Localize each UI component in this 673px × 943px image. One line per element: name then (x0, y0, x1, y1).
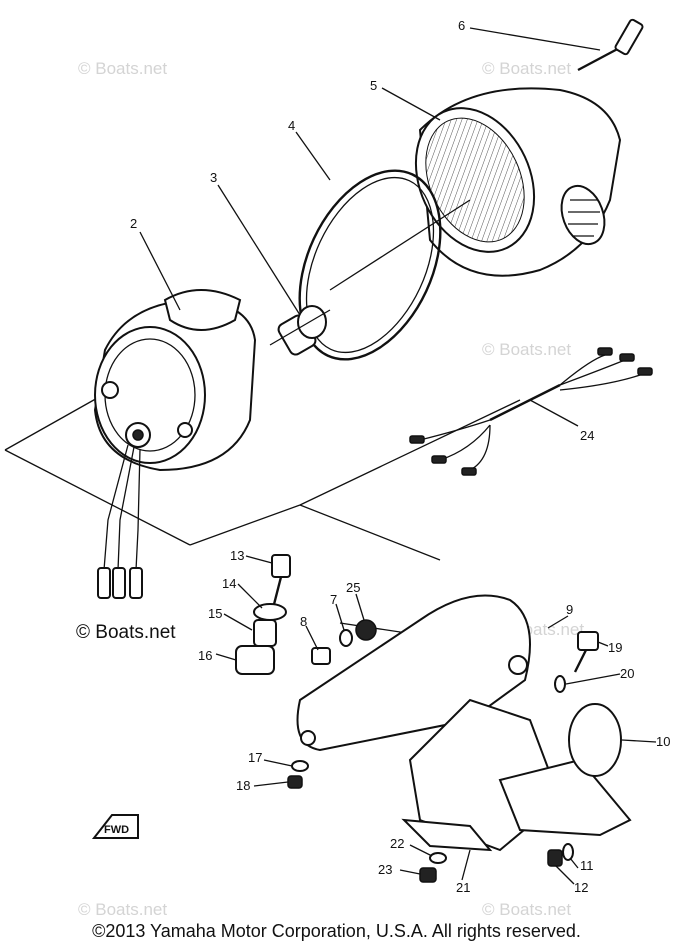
callout-12: 12 (574, 880, 588, 895)
part-12-nut (547, 849, 563, 867)
callout-20: 20 (620, 666, 634, 681)
callout-2: 2 (130, 216, 137, 231)
part-7-washer (339, 629, 353, 647)
callout-17: 17 (248, 750, 262, 765)
callout-24: 24 (580, 428, 594, 443)
callout-15: 15 (208, 606, 222, 621)
callout-22: 22 (390, 836, 404, 851)
callout-18: 18 (236, 778, 250, 793)
part-20-washer (554, 675, 566, 693)
housing-wires (97, 444, 143, 599)
part-22-washer (429, 852, 447, 864)
callout-3: 3 (210, 170, 217, 185)
copyright-notice: ©2013 Yamaha Motor Corporation, U.S.A. A… (92, 921, 581, 941)
part-18-nut (287, 775, 303, 789)
watermark-top-right: © Boats.net (482, 59, 571, 78)
part-14-washer (253, 603, 287, 621)
part-17-washer (291, 760, 309, 772)
watermark-bottom-right: © Boats.net (482, 900, 571, 919)
part-5-lens-cover (414, 87, 622, 277)
callout-25: 25 (346, 580, 360, 595)
callout-10: 10 (656, 734, 670, 749)
part-11-washer (562, 843, 574, 861)
callout-8: 8 (300, 614, 307, 629)
callout-7: 7 (330, 592, 337, 607)
watermark-mid-right: © Boats.net (482, 340, 571, 359)
fwd-marker: FWD (91, 814, 139, 839)
part-13-bolt (268, 554, 291, 621)
part-21-plate (401, 818, 493, 852)
callout-19: 19 (608, 640, 622, 655)
part-3-bulb (269, 305, 331, 356)
callout-9: 9 (566, 602, 573, 617)
leader-lines (139, 27, 657, 885)
part-15-collar (253, 619, 277, 647)
watermark-top-left: © Boats.net (78, 59, 167, 78)
callout-14: 14 (222, 576, 236, 591)
callout-21: 21 (456, 880, 470, 895)
part-23-nut (419, 867, 437, 883)
watermark-bottom-left: © Boats.net (78, 900, 167, 919)
part-10-reflector (568, 703, 622, 777)
callout-4: 4 (288, 118, 295, 133)
svg-text:FWD: FWD (104, 824, 129, 836)
part-2-housing (93, 289, 257, 472)
part-16-damper (235, 645, 275, 675)
callout-13: 13 (230, 548, 244, 563)
part-6-screw (577, 18, 644, 72)
part-25-nut (355, 619, 377, 641)
part-19-screw (573, 631, 599, 673)
callout-5: 5 (370, 78, 377, 93)
part-9-bracket (296, 594, 632, 852)
watermark-left-strong: © Boats.net (76, 622, 176, 643)
part-8-bolt (311, 647, 331, 665)
callout-6: 6 (458, 18, 465, 33)
callout-11: 11 (580, 858, 594, 873)
callout-23: 23 (378, 862, 392, 877)
part-4-gasket (298, 169, 471, 361)
part-24-harness (409, 347, 653, 476)
callout-16: 16 (198, 648, 212, 663)
